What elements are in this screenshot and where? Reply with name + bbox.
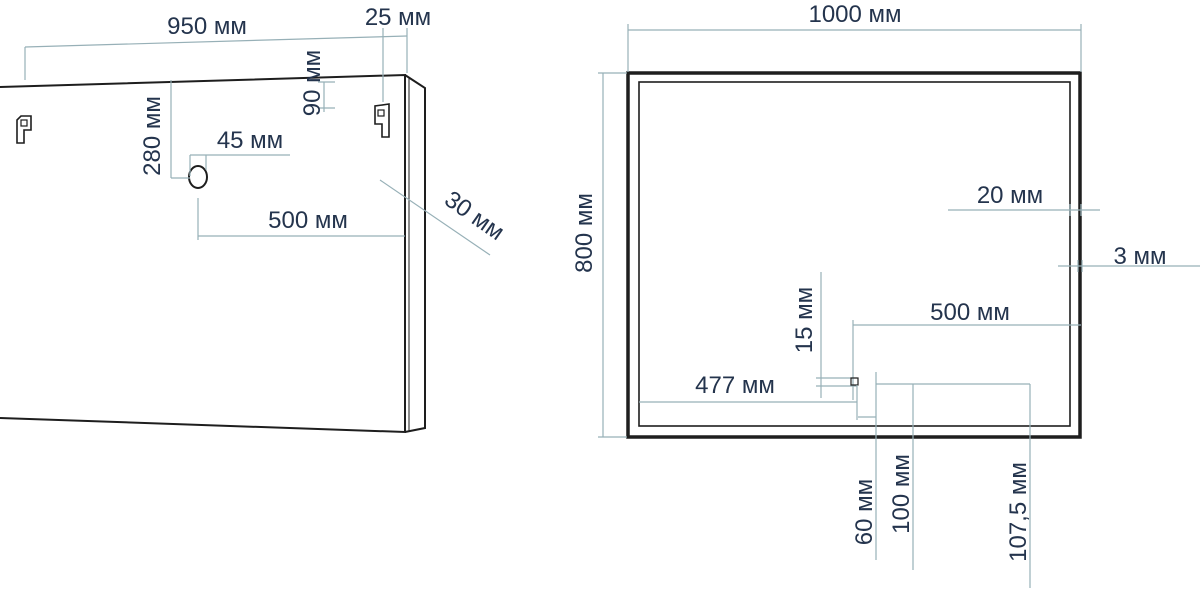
- dim-depth-25: 25 мм: [365, 4, 431, 31]
- dim-center-500: 500 мм: [930, 299, 1010, 326]
- back-panel-outline: [0, 73, 406, 434]
- dim-height-800: 800 мм: [571, 193, 598, 273]
- dim-width-1000: 1000 мм: [808, 1, 901, 28]
- back-view: 950 мм 25 мм 90 мм 280 мм 45 мм 500 мм 3…: [0, 4, 509, 434]
- dim-width-950: 950 мм: [167, 13, 247, 40]
- dim-107-5: 107,5 мм: [1005, 462, 1032, 562]
- cable-hole: [188, 165, 208, 189]
- dim-100: 100 мм: [888, 454, 915, 534]
- dim-60: 60 мм: [851, 479, 878, 545]
- sensor-box: [850, 377, 859, 386]
- front-view: 1000 мм 800 мм 20 мм 3 мм 500 мм 15 мм 4…: [571, 1, 1200, 588]
- front-mirror-inner: [638, 81, 1071, 427]
- dim-hole-45: 45 мм: [217, 127, 283, 154]
- dim-gap-3: 3 мм: [1113, 243, 1166, 270]
- left-hook-icon: [16, 115, 32, 144]
- dim-hole-500: 500 мм: [268, 207, 348, 234]
- dim-frame-30: 30 мм: [439, 186, 509, 246]
- back-panel-side: [404, 74, 426, 433]
- dim-sensor-15: 15 мм: [791, 287, 818, 353]
- dim-center-477: 477 мм: [695, 372, 775, 399]
- front-frame-outer: [626, 71, 1082, 439]
- dim-hook-90: 90 мм: [299, 50, 326, 116]
- dim-frame-20: 20 мм: [977, 182, 1043, 209]
- right-hook-icon: [374, 103, 390, 138]
- dim-hole-280: 280 мм: [139, 96, 166, 176]
